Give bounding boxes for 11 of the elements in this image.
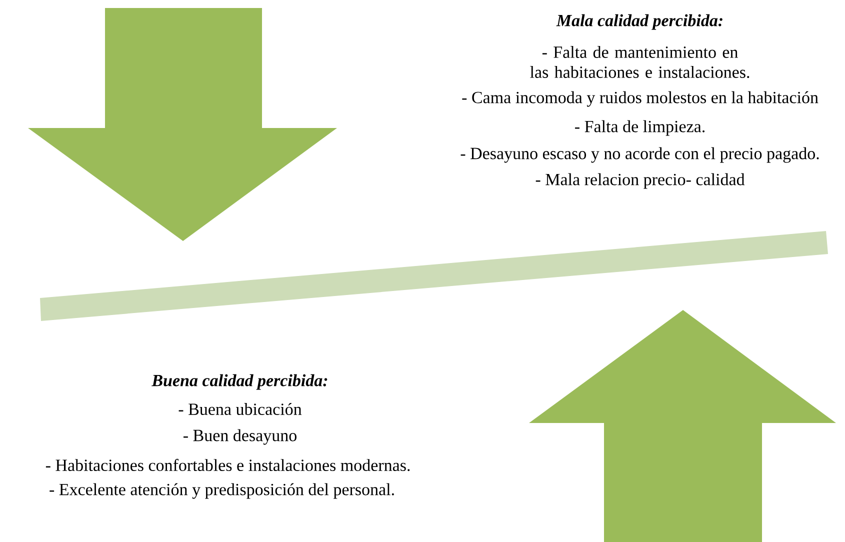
list-item: - Falta de mantenimiento en las habitaciones e instalaciones. xyxy=(530,46,750,78)
list-item: - Desayuno escaso y no acorde con el precio pagado. xyxy=(460,147,819,163)
heading: Mala calidad percibida: xyxy=(556,14,722,30)
list-item: - Cama incomoda y ruidos molestos en la habitación xyxy=(462,91,818,107)
list-item: - Falta de limpieza. xyxy=(575,120,705,136)
list-item: - Buen desayuno xyxy=(184,429,296,445)
list-item: - Habitaciones confortables e instalaciones modernas. xyxy=(46,458,410,472)
list-item: - Excelente atención y predisposición del personal. xyxy=(50,483,394,499)
heading: Buena calidad percibida: xyxy=(152,374,328,390)
list-item: - Buena ubicación xyxy=(178,403,302,415)
list-item: - Mala relacion precio- calidad xyxy=(536,173,745,189)
